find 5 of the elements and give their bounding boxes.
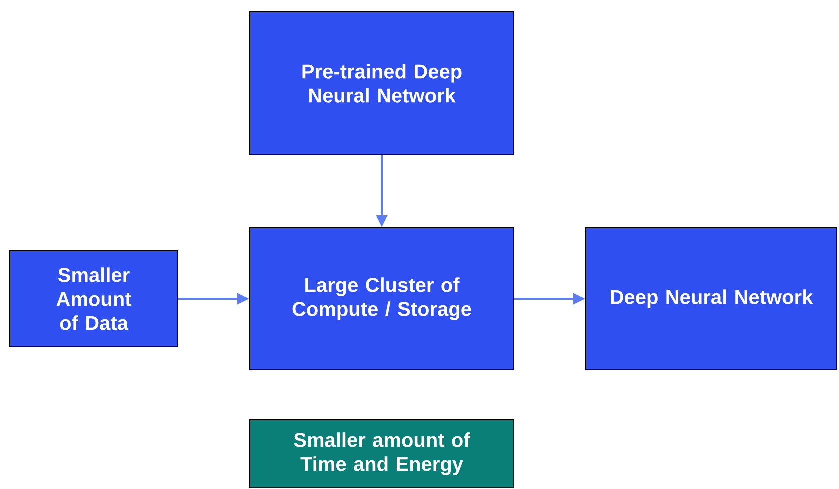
process-box: Pre-trained Deep Neural Network	[250, 12, 514, 156]
process-box: Large Cluster of Compute / Storage	[250, 228, 514, 370]
output-box: Deep Neural Network	[586, 228, 838, 370]
input-box: Smaller Amount of Data	[10, 250, 178, 348]
result-box: Smaller amount of Time and Energy	[250, 420, 514, 488]
